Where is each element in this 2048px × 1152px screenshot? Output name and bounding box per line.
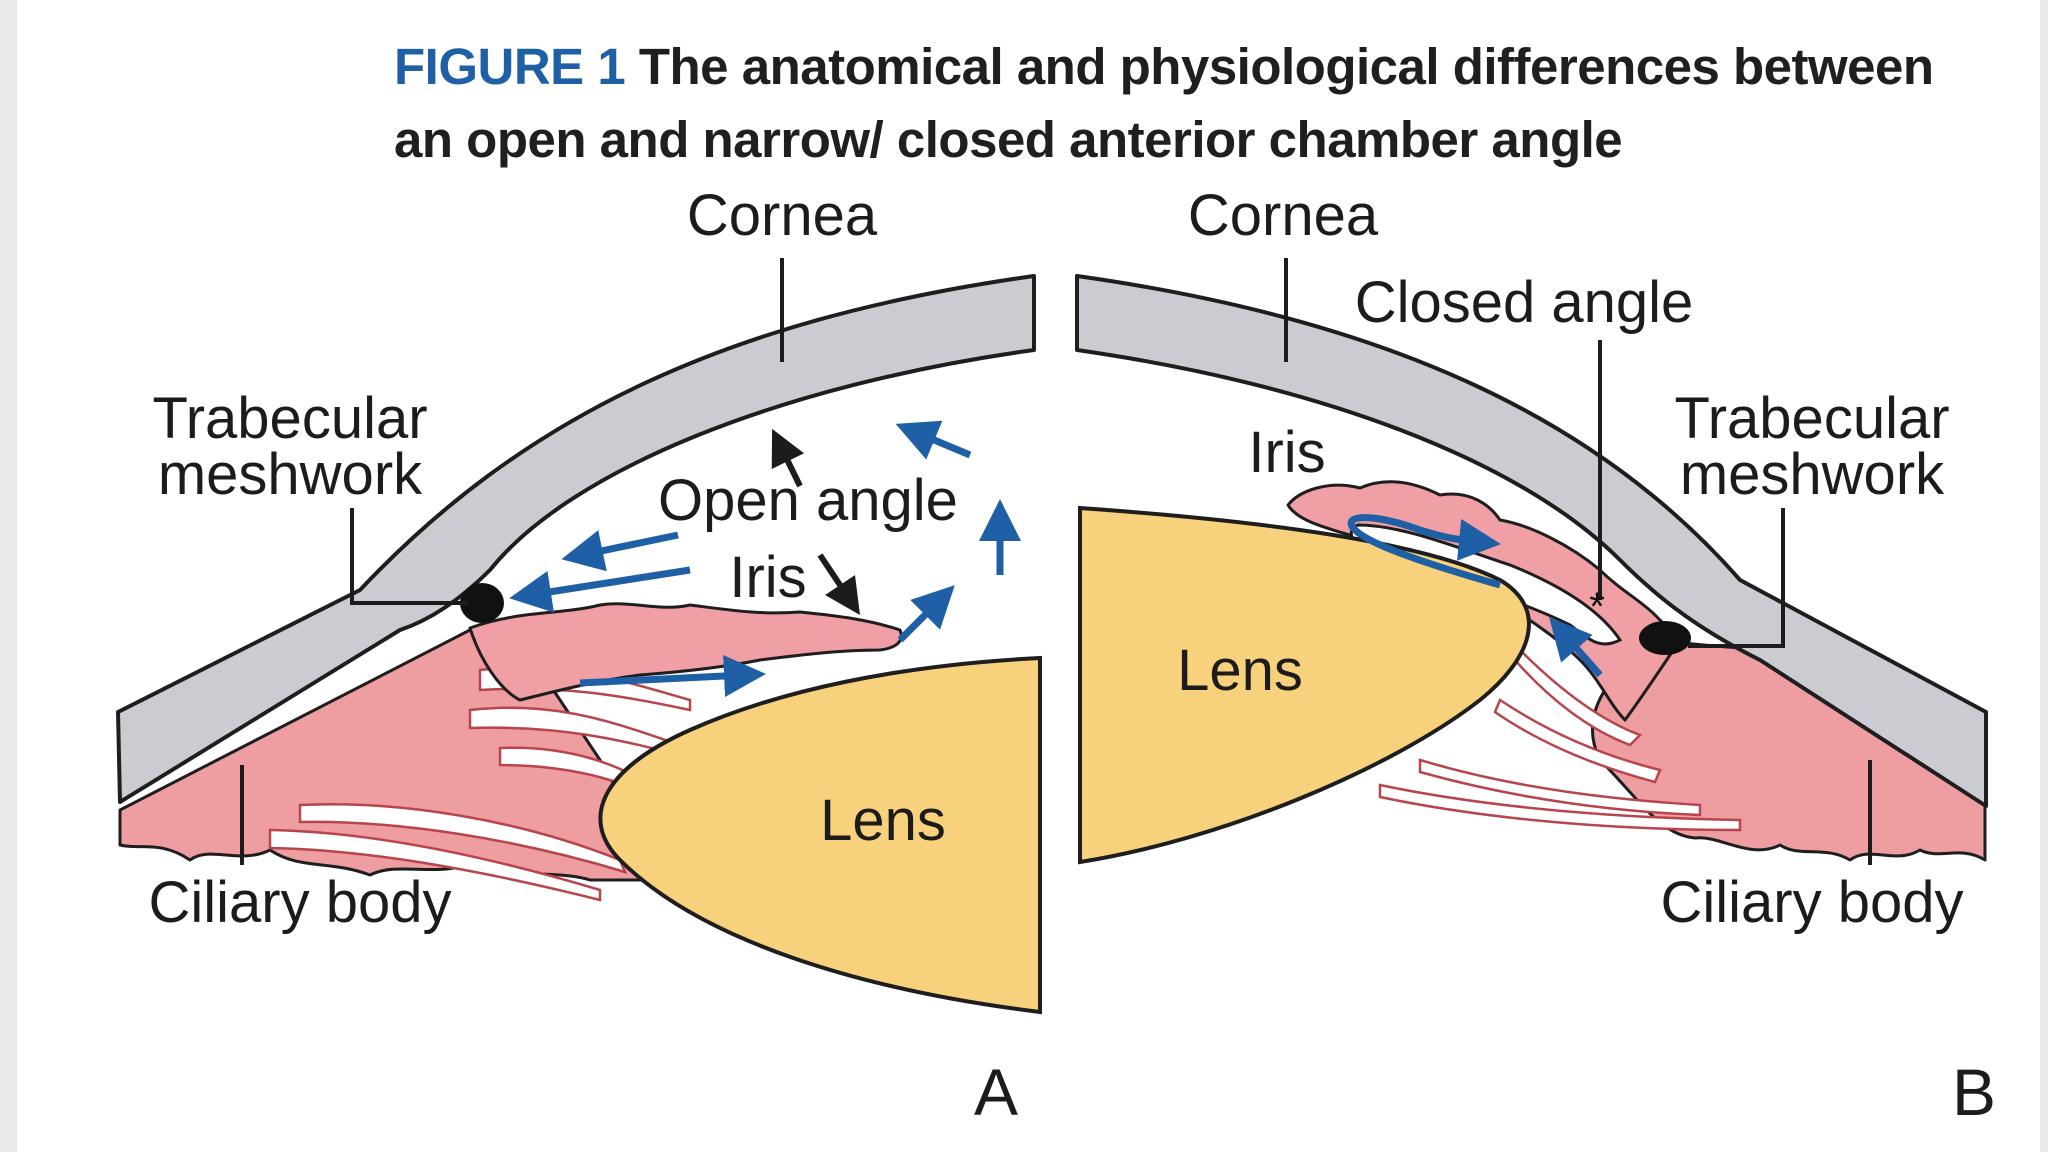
lens-b: [1078, 505, 1531, 865]
label-trabecular-b: Trabecular: [1674, 386, 1949, 451]
panel-letter-a: A: [974, 1055, 1018, 1129]
panel-b: Cornea Closed angle Iris Trabecular mesh…: [1075, 183, 1996, 1129]
lens-a: [598, 655, 1042, 1015]
label-iris-a: Iris: [729, 545, 806, 610]
label-cornea-a: Cornea: [687, 183, 878, 248]
label-ciliary-a: Ciliary body: [149, 870, 452, 935]
label-trabecular-a: Trabecular: [152, 386, 427, 451]
figure-title: The anatomical and physiological differe…: [394, 38, 1934, 168]
zonules-b: [1378, 647, 1742, 832]
label-lens-b: Lens: [1177, 638, 1303, 703]
label-ciliary-b: Ciliary body: [1661, 870, 1964, 935]
figure-caption: FIGURE 1 The anatomical and physiologica…: [394, 30, 1974, 176]
label-cornea-b: Cornea: [1188, 183, 1379, 248]
panel-a: Cornea Trabecular meshwork Open angle Ir…: [116, 183, 1042, 1129]
label-closed-angle: Closed angle: [1355, 270, 1694, 335]
cornea-a: [116, 274, 1036, 804]
label-meshwork-b: meshwork: [1680, 442, 1945, 507]
pointer-arrows-a: [771, 428, 860, 615]
leader-trabecular-a: [350, 508, 468, 605]
aqueous-flow-arrows-a: [509, 420, 1021, 697]
trabecular-meshwork-a: [460, 583, 504, 623]
closed-angle-star: *: [1589, 585, 1605, 629]
cornea-b: [1075, 274, 1988, 808]
trabecular-meshwork-b: [1639, 621, 1691, 655]
panel-letter-b: B: [1952, 1055, 1996, 1129]
leader-trabecular-b: [1688, 508, 1785, 648]
figure-number: FIGURE 1: [394, 38, 626, 95]
label-lens-a: Lens: [820, 788, 946, 853]
aqueous-flow-arrows-b: [1347, 514, 1603, 678]
label-iris-b: Iris: [1248, 420, 1325, 485]
label-open-angle: Open angle: [658, 468, 958, 533]
label-meshwork-a: meshwork: [158, 442, 423, 507]
